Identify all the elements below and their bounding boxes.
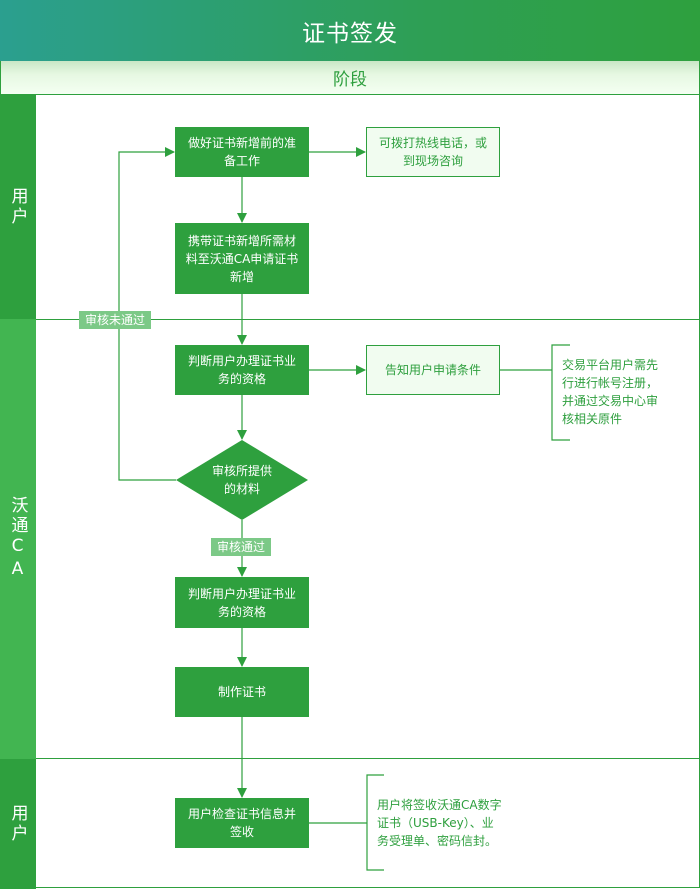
diagram-title: 证书签发	[0, 0, 700, 61]
note-bracket-sign	[366, 774, 384, 871]
node-judge-qualification-2: 判断用户办理证书业务的资格	[175, 577, 309, 628]
note-bracket-platform	[551, 344, 570, 441]
lane-label-wotong-ca: 沃通CA	[0, 319, 36, 759]
lane-label-user-bottom: 用户	[0, 759, 36, 889]
node-judge-qualification-1: 判断用户办理证书业务的资格	[175, 345, 309, 395]
edge-label-approved: 审核通过	[211, 538, 272, 556]
node-make-certificate: 制作证书	[175, 667, 309, 717]
node-bring-materials: 携带证书新增所需材料至沃通CA申请证书新增	[175, 223, 309, 294]
lane-label-user-top: 用户	[0, 95, 36, 319]
node-inform-conditions: 告知用户申请条件	[366, 345, 500, 395]
note-sign-receipt: 用户将签收沃通CA数字证书（USB-Key）、业务受理单、密码信封。	[377, 798, 502, 848]
note-platform-user: 交易平台用户需先行进行帐号注册，并通过交易中心审核相关原件	[562, 358, 659, 426]
node-prepare: 做好证书新增前的准备工作	[175, 127, 309, 177]
node-check-sign: 用户检查证书信息并签收	[175, 798, 309, 848]
decision-diamond-review	[176, 440, 308, 520]
node-review-materials: 审核所提供的材料	[211, 464, 272, 496]
edge-label-rejected: 审核未通过	[79, 311, 152, 329]
node-hotline: 可拨打热线电话，或到现场咨询	[366, 127, 500, 177]
phase-header: 阶段	[0, 61, 700, 95]
